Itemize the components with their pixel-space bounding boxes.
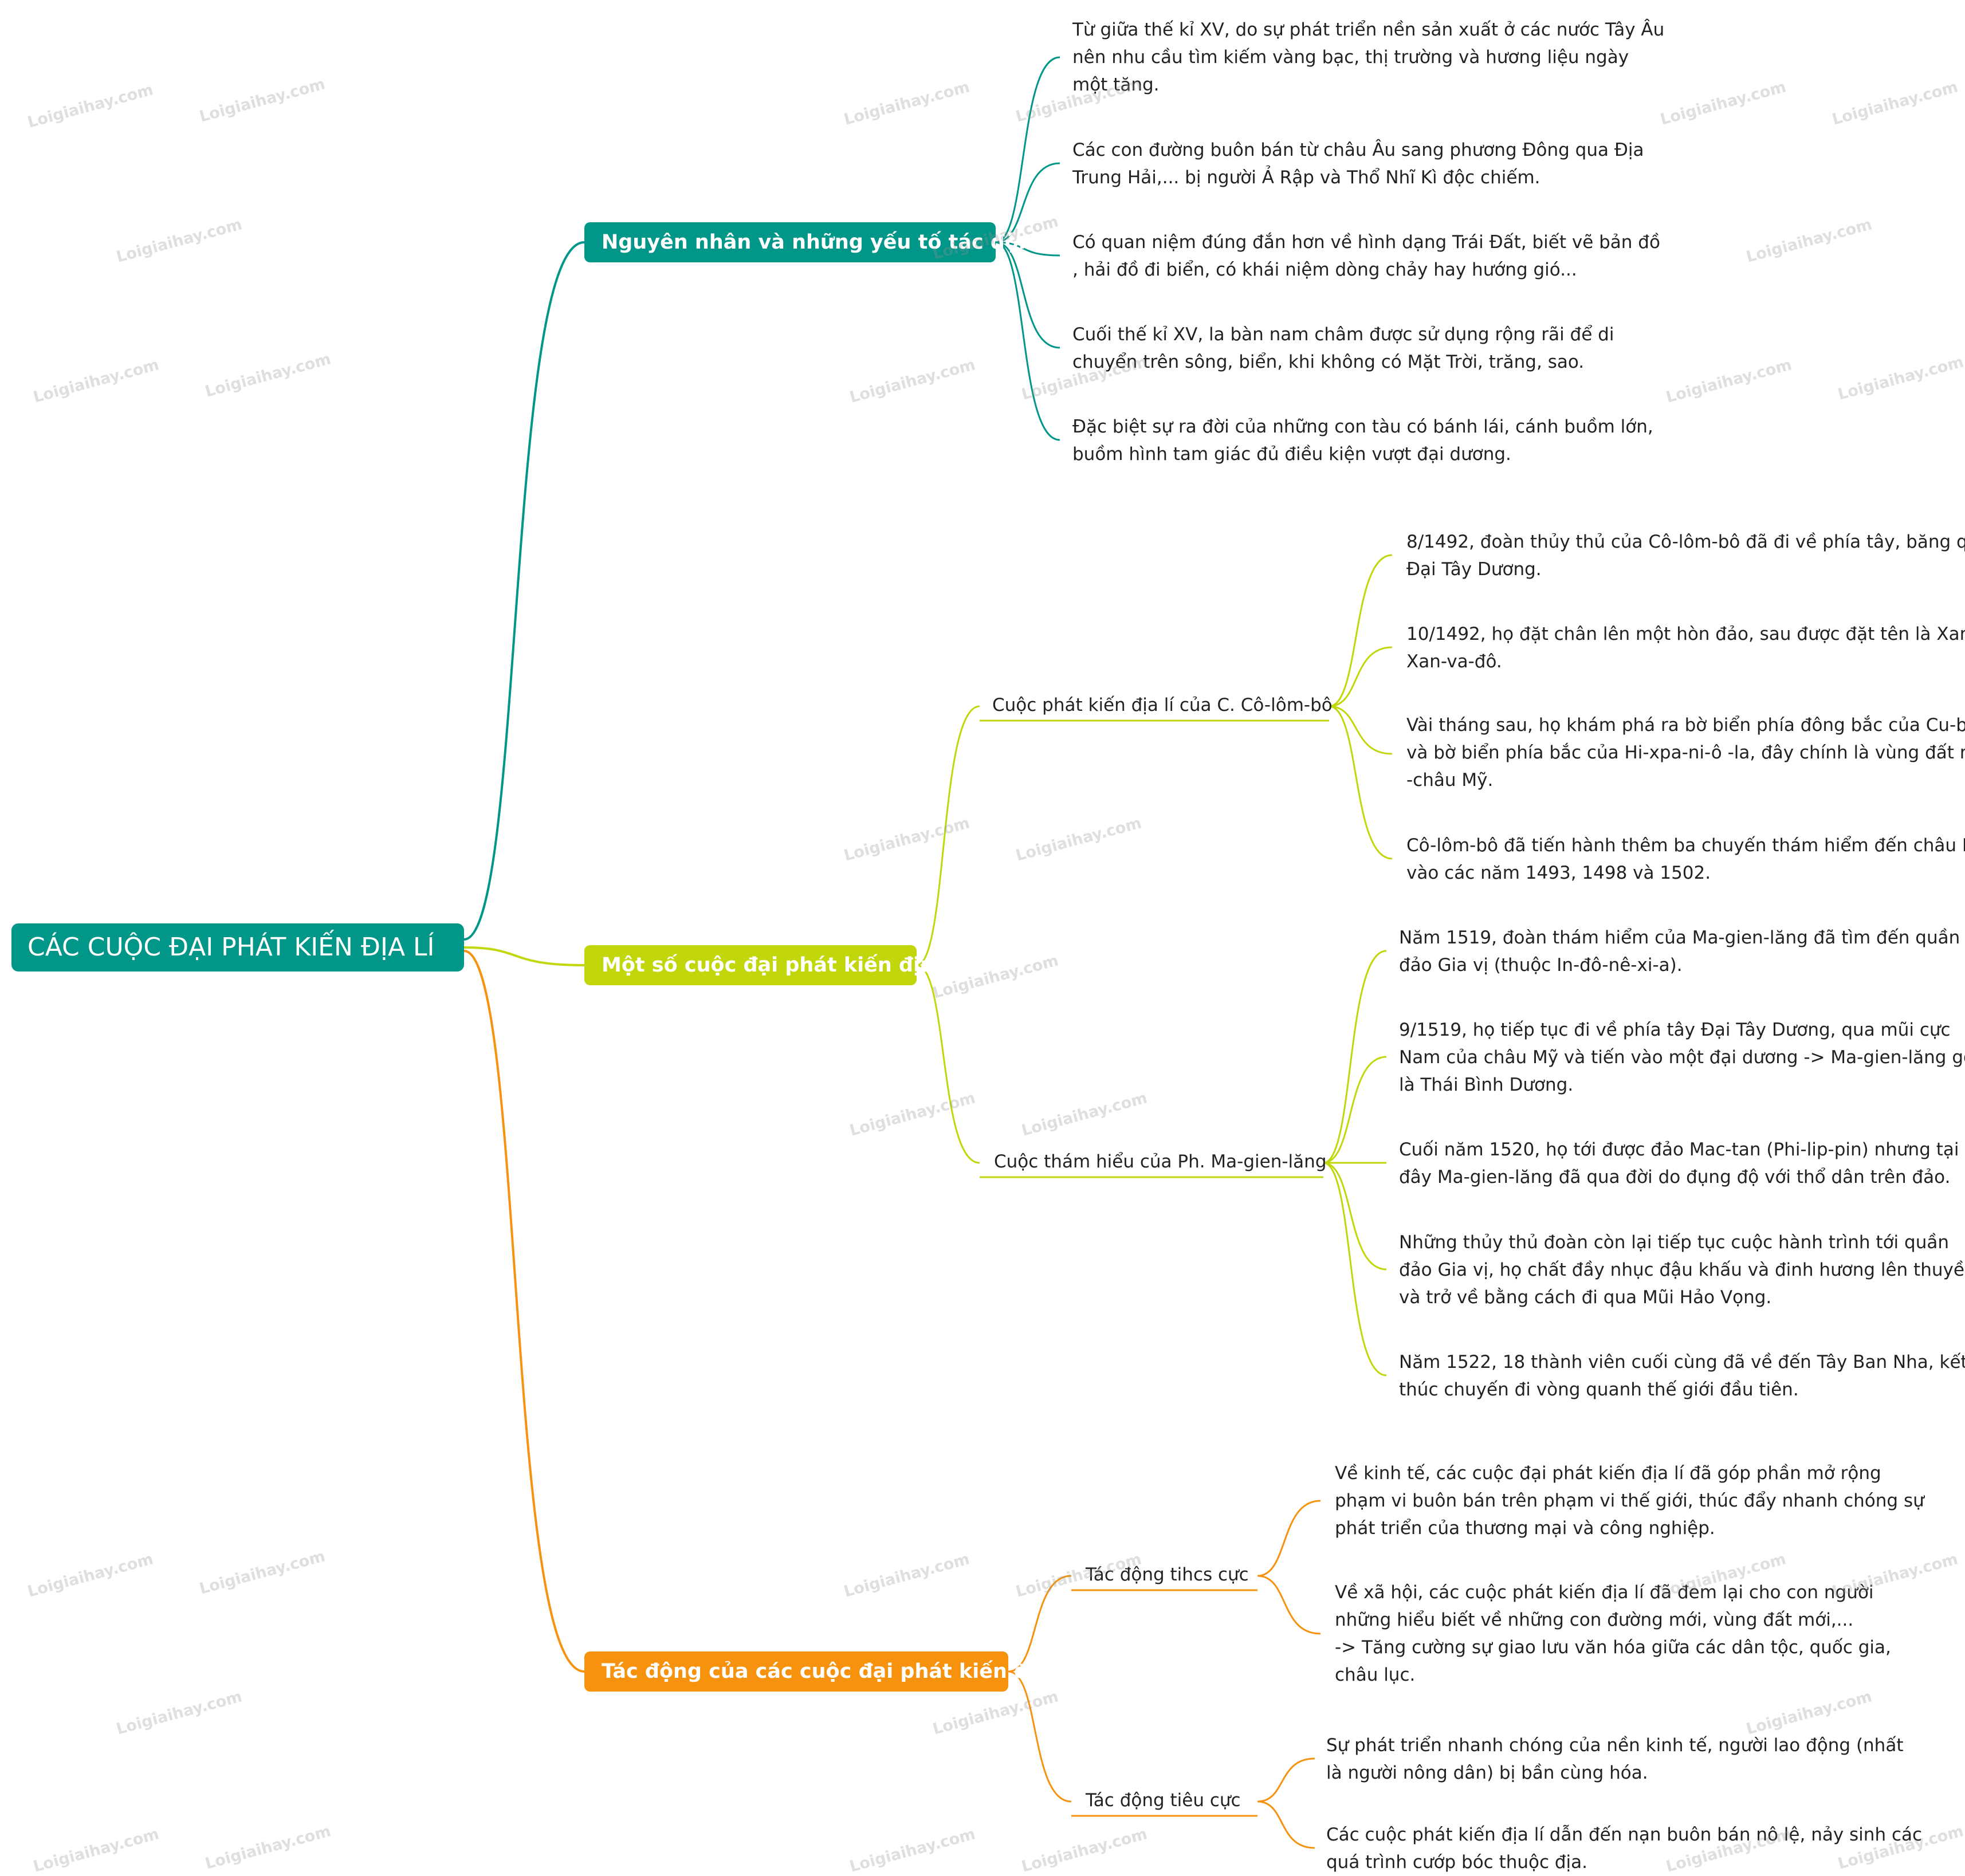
positive-connector-1 bbox=[1257, 1500, 1321, 1577]
text-line: buồm hình tam giác đủ điều kiện vượt đại… bbox=[1072, 444, 1511, 465]
text-line: và trở về bằng cách đi qua Mũi Hảo Vọng. bbox=[1399, 1287, 1772, 1308]
columbus-leaf-1: 8/1492, đoàn thủy thủ của Cô-lôm-bô đã đ… bbox=[1406, 528, 1965, 583]
text-line: Năm 1519, đoàn thám hiểm của Ma-gien-lăn… bbox=[1399, 927, 1960, 948]
text-line: Năm 1522, 18 thành viên cuối cùng đã về … bbox=[1399, 1352, 1965, 1372]
text-line: Cô-lôm-bô đã tiến hành thêm ba chuyến th… bbox=[1406, 835, 1965, 856]
text-line: Những thủy thủ đoàn còn lại tiếp tục cuộ… bbox=[1399, 1232, 1949, 1253]
magellan-connector-2 bbox=[1323, 1056, 1387, 1164]
magellan-leaf-3: Cuối năm 1520, họ tới được đảo Mac-tan (… bbox=[1399, 1136, 1959, 1191]
text-line: đảo Gia vị, họ chất đầy nhục đậu khấu và… bbox=[1399, 1260, 1965, 1280]
text-line: Cuối năm 1520, họ tới được đảo Mac-tan (… bbox=[1399, 1139, 1959, 1160]
columbus-connector-3 bbox=[1329, 705, 1393, 755]
text-line: Cuối thế kỉ XV, la bàn nam châm được sử … bbox=[1072, 324, 1614, 345]
sub-negative-impacts[interactable]: Tác động tiêu cực bbox=[1086, 1790, 1241, 1811]
sub-magellan[interactable]: Cuộc thám hiểu của Ph. Ma-gien-lăng bbox=[994, 1151, 1327, 1172]
causes-connector-5 bbox=[995, 241, 1060, 441]
text-line: phạm vi buôn bán trên phạm vi thế giới, … bbox=[1335, 1490, 1924, 1511]
causes-leaf-5: Đặc biệt sự ra đời của những con tàu có … bbox=[1072, 413, 1653, 468]
sub-positive-impacts[interactable]: Tác động tihcs cực bbox=[1086, 1564, 1249, 1585]
positive-leaf-2: Về xã hội, các cuộc phát kiến địa lí đã … bbox=[1335, 1579, 1891, 1689]
text-line: phát triển của thương mại và công nghiệp… bbox=[1335, 1518, 1715, 1539]
text-line: một tăng. bbox=[1072, 74, 1160, 95]
text-line: đảo Gia vị (thuộc In-đô-nê-xi-a). bbox=[1399, 955, 1683, 976]
text-line: Đại Tây Dương. bbox=[1406, 559, 1542, 580]
causes-connector-3 bbox=[995, 241, 1060, 257]
sub-columbus[interactable]: Cuộc phát kiến địa lí của C. Cô-lôm-bô bbox=[992, 695, 1333, 715]
text-line: 8/1492, đoàn thủy thủ của Cô-lôm-bô đã đ… bbox=[1406, 532, 1965, 552]
discoveries-to-columbus-line bbox=[916, 705, 980, 966]
branch-causes[interactable]: Nguyên nhân và những yếu tố tác động bbox=[584, 222, 1047, 262]
text-line: Sự phát triển nhanh chóng của nền kinh t… bbox=[1326, 1735, 1904, 1756]
negative-leaf-2: Các cuộc phát kiến địa lí dẫn đến nạn bu… bbox=[1326, 1821, 1922, 1876]
causes-leaf-1: Từ giữa thế kỉ XV, do sự phát triển nền … bbox=[1072, 16, 1664, 99]
negative-leaf-1: Sự phát triển nhanh chóng của nền kinh t… bbox=[1326, 1732, 1904, 1787]
root-to-discoveries-line bbox=[463, 946, 585, 966]
columbus-connector-2 bbox=[1329, 646, 1393, 707]
discoveries-to-magellan-line bbox=[916, 964, 980, 1164]
causes-connector-2 bbox=[995, 162, 1060, 243]
text-line: chuyển trên sông, biển, khi không có Mặt… bbox=[1072, 352, 1585, 372]
branch-discoveries[interactable]: Một số cuộc đại phát kiến địa lí bbox=[584, 945, 954, 985]
text-line: Các con đường buôn bán từ châu Âu sang p… bbox=[1072, 140, 1644, 160]
text-line: Về xã hội, các cuộc phát kiến địa lí đã … bbox=[1335, 1582, 1874, 1603]
text-line: nên nhu cầu tìm kiếm vàng bạc, thị trườn… bbox=[1072, 47, 1629, 68]
columbus-leaf-2: 10/1492, họ đặt chân lên một hòn đảo, sa… bbox=[1406, 620, 1965, 675]
text-line: Trung Hải,... bị người Ả Rập và Thổ Nhĩ … bbox=[1072, 167, 1540, 188]
magellan-connector-5 bbox=[1323, 1162, 1387, 1376]
text-line: quá trình cướp bóc thuộc địa. bbox=[1326, 1852, 1588, 1873]
root-topic[interactable]: CÁC CUỘC ĐẠI PHÁT KIẾN ĐỊA LÍ bbox=[11, 923, 464, 972]
text-line: -châu Mỹ. bbox=[1406, 770, 1494, 790]
text-line: và bờ biển phía bắc của Hi-xpa-ni-ô -la,… bbox=[1406, 742, 1965, 763]
magellan-leaf-2: 9/1519, họ tiếp tục đi về phía tây Đại T… bbox=[1399, 1016, 1965, 1099]
text-line: thúc chuyến đi vòng quanh thế giới đầu t… bbox=[1399, 1379, 1799, 1400]
magellan-connector-1 bbox=[1323, 950, 1387, 1164]
text-line: -> Tăng cường sự giao lưu văn hóa giữa c… bbox=[1335, 1637, 1891, 1658]
text-line: đây Ma-gien-lăng đã qua đời do đụng độ v… bbox=[1399, 1167, 1951, 1187]
text-line: những hiểu biết về những con đường mới, … bbox=[1335, 1610, 1854, 1630]
impacts-to-positive-line bbox=[1008, 1575, 1072, 1673]
causes-leaf-3: Có quan niệm đúng đắn hơn về hình dạng T… bbox=[1072, 229, 1660, 284]
impacts-to-negative-line bbox=[1008, 1670, 1072, 1803]
text-line: 9/1519, họ tiếp tục đi về phía tây Đại T… bbox=[1399, 1020, 1951, 1040]
text-line: Xan-va-đô. bbox=[1406, 651, 1502, 672]
causes-connector-4 bbox=[995, 241, 1060, 349]
magellan-connector-4 bbox=[1323, 1162, 1387, 1271]
magellan-leaf-5: Năm 1522, 18 thành viên cuối cùng đã về … bbox=[1399, 1348, 1965, 1403]
causes-leaf-2: Các con đường buôn bán từ châu Âu sang p… bbox=[1072, 136, 1644, 191]
text-line: Nam của châu Mỹ và tiến vào một đại dươn… bbox=[1399, 1047, 1965, 1068]
text-line: Về kinh tế, các cuộc đại phát kiến địa l… bbox=[1335, 1463, 1881, 1484]
causes-connector-1 bbox=[995, 56, 1060, 243]
root-to-causes-line bbox=[463, 241, 585, 941]
positive-connector-2 bbox=[1257, 1575, 1321, 1635]
text-line: là người nông dân) bị bần cùng hóa. bbox=[1326, 1763, 1648, 1783]
negative-connector-1 bbox=[1257, 1757, 1315, 1803]
columbus-leaf-3: Vài tháng sau, họ khám phá ra bờ biển ph… bbox=[1406, 711, 1965, 794]
columbus-connector-4 bbox=[1329, 705, 1393, 860]
text-line: , hải đồ đi biển, có khái niệm dòng chảy… bbox=[1072, 259, 1577, 280]
negative-connector-2 bbox=[1257, 1800, 1315, 1849]
positive-leaf-1: Về kinh tế, các cuộc đại phát kiến địa l… bbox=[1335, 1460, 1924, 1542]
branch-impacts[interactable]: Tác động của các cuộc đại phát kiến địa … bbox=[584, 1651, 1070, 1692]
text-line: Từ giữa thế kỉ XV, do sự phát triển nền … bbox=[1072, 19, 1665, 40]
text-line: Các cuộc phát kiến địa lí dẫn đến nạn bu… bbox=[1326, 1824, 1923, 1845]
columbus-leaf-4: Cô-lôm-bô đã tiến hành thêm ba chuyến th… bbox=[1406, 832, 1965, 887]
causes-leaf-4: Cuối thế kỉ XV, la bàn nam châm được sử … bbox=[1072, 321, 1614, 376]
magellan-leaf-1: Năm 1519, đoàn thám hiểm của Ma-gien-lăn… bbox=[1399, 924, 1960, 979]
text-line: Có quan niệm đúng đắn hơn về hình dạng T… bbox=[1072, 232, 1660, 253]
text-line: vào các năm 1493, 1498 và 1502. bbox=[1406, 863, 1711, 883]
text-line: châu lục. bbox=[1335, 1665, 1416, 1685]
text-line: Vài tháng sau, họ khám phá ra bờ biển ph… bbox=[1406, 715, 1965, 736]
text-line: Đặc biệt sự ra đời của những con tàu có … bbox=[1072, 416, 1653, 437]
text-line: là Thái Bình Dương. bbox=[1399, 1075, 1574, 1095]
text-line: 10/1492, họ đặt chân lên một hòn đảo, sa… bbox=[1406, 624, 1965, 644]
columbus-connector-1 bbox=[1329, 554, 1393, 707]
root-to-impacts-line bbox=[463, 950, 585, 1673]
magellan-leaf-4: Những thủy thủ đoàn còn lại tiếp tục cuộ… bbox=[1399, 1229, 1965, 1311]
